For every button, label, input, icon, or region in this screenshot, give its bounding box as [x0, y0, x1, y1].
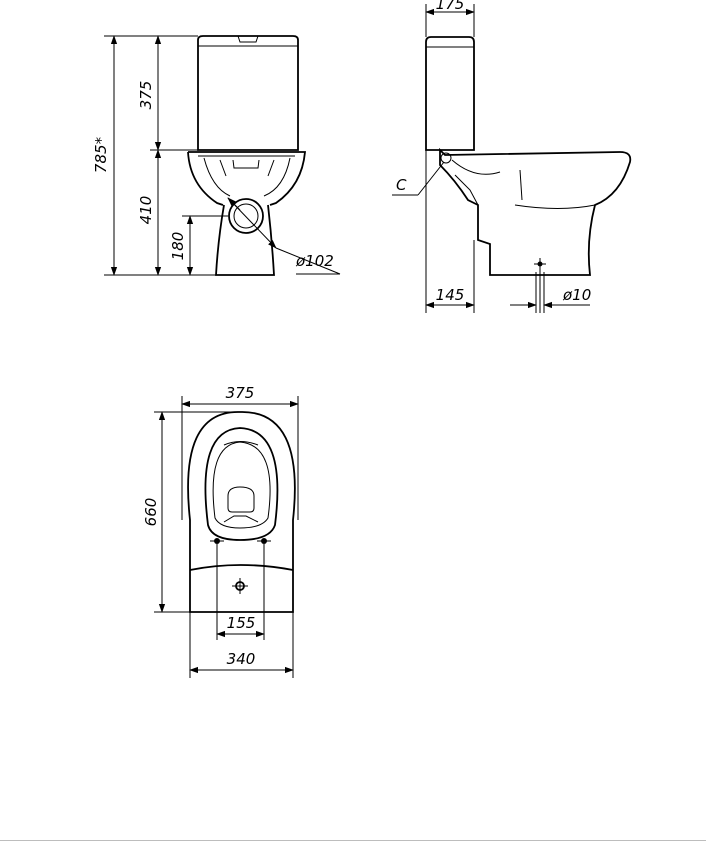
front-dim-outlet-height: 180	[169, 232, 187, 261]
front-flush-button	[237, 35, 259, 43]
front-view: 785* 375 410 180 ø102	[92, 35, 341, 276]
top-outline	[187, 411, 296, 613]
front-dim-outlet-diameter: ø102	[295, 252, 334, 270]
side-dim-wall-to-outlet: 145	[436, 286, 465, 304]
top-dim-length: 660	[142, 498, 160, 527]
front-dim-total-height: 785*	[92, 136, 110, 173]
front-outlet-outer	[228, 198, 264, 234]
top-bowl-inner	[212, 441, 271, 529]
side-view: C 175 145 ø10	[392, 0, 632, 313]
top-drain-opening	[227, 486, 255, 513]
top-dim-bolt-spacing: 155	[227, 614, 256, 632]
side-dim-tank-depth: 175	[436, 0, 465, 13]
top-view: 375 660 155 340	[142, 384, 299, 678]
side-label-detail: C	[396, 176, 407, 194]
footer-rule	[0, 840, 706, 841]
side-dim-bolt-diameter: ø10	[562, 286, 591, 304]
side-tank	[425, 36, 475, 151]
front-dim-bowl-height: 410	[137, 196, 155, 225]
front-outlet-inner	[233, 203, 259, 229]
front-bowl	[187, 151, 306, 206]
top-dim-width: 375	[226, 384, 255, 402]
top-dim-base-width: 340	[227, 650, 256, 668]
front-pedestal	[215, 204, 275, 276]
top-cistern-base	[189, 564, 294, 571]
side-bowl	[439, 147, 632, 276]
top-seat-rim	[204, 427, 279, 541]
front-dim-tank-height: 375	[137, 81, 155, 110]
front-tank	[197, 35, 299, 151]
